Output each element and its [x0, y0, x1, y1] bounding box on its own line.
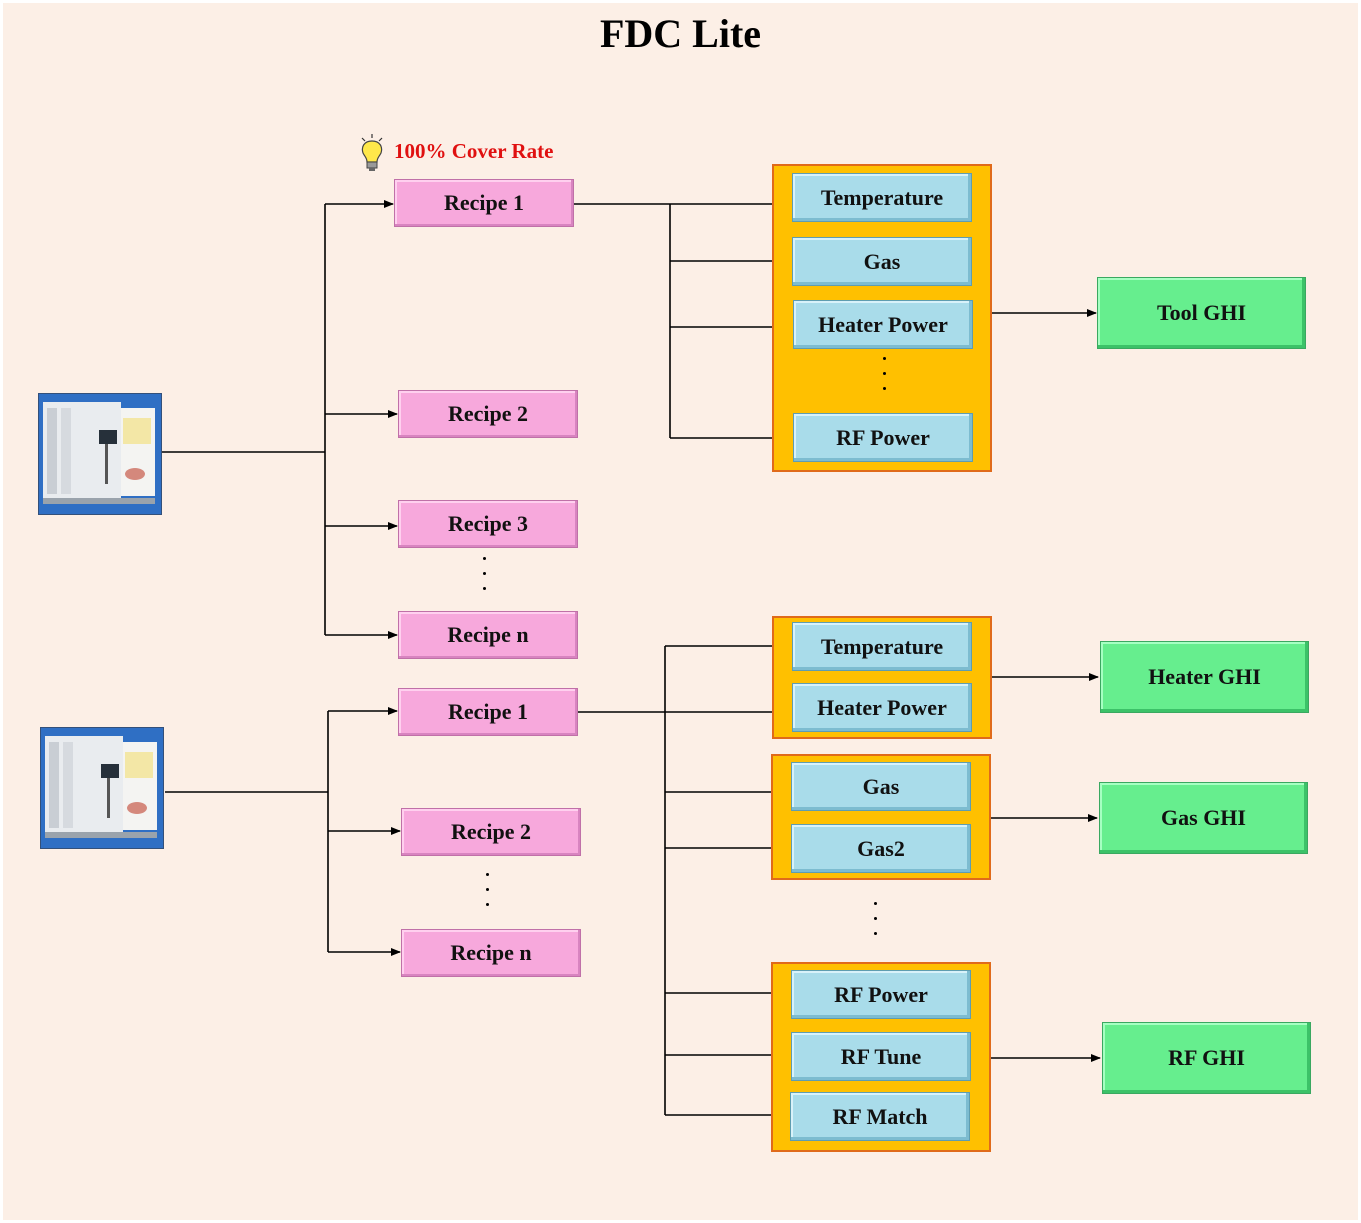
parameter-box[interactable]: Heater Power — [793, 300, 973, 349]
ellipsis-dots — [870, 902, 880, 935]
lightbulb-icon — [358, 133, 386, 173]
parameter-box[interactable]: Gas2 — [791, 824, 971, 873]
parameter-box[interactable]: Gas — [791, 762, 971, 811]
cover-rate-label: 100% Cover Rate — [394, 139, 554, 163]
parameter-box[interactable]: RF Power — [791, 970, 971, 1019]
parameter-box[interactable]: Temperature — [792, 622, 972, 671]
equipment-icon — [38, 393, 162, 515]
parameter-box[interactable]: RF Power — [793, 413, 973, 462]
ellipsis-dots — [482, 873, 492, 906]
parameter-box[interactable]: Heater Power — [792, 683, 972, 732]
parameter-box[interactable]: Temperature — [792, 173, 972, 222]
ghi-box[interactable]: RF GHI — [1102, 1022, 1311, 1094]
parameter-box[interactable]: RF Match — [790, 1092, 970, 1141]
ghi-box[interactable]: Heater GHI — [1100, 641, 1309, 713]
ghi-box[interactable]: Tool GHI — [1097, 277, 1306, 349]
recipe-box[interactable]: Recipe 3 — [398, 500, 578, 548]
ellipsis-dots — [479, 557, 489, 590]
diagram-title: FDC Lite — [599, 11, 762, 56]
ghi-box[interactable]: Gas GHI — [1099, 782, 1308, 854]
recipe-box[interactable]: Recipe n — [398, 611, 578, 659]
diagram-background — [3, 3, 1358, 1220]
recipe-box[interactable]: Recipe 1 — [398, 688, 578, 736]
parameter-box[interactable]: Gas — [792, 237, 972, 286]
recipe-box[interactable]: Recipe 1 — [394, 179, 574, 227]
recipe-box[interactable]: Recipe 2 — [398, 390, 578, 438]
recipe-box[interactable]: Recipe 2 — [401, 808, 581, 856]
equipment-icon — [40, 727, 164, 849]
recipe-box[interactable]: Recipe n — [401, 929, 581, 977]
parameter-box[interactable]: RF Tune — [791, 1032, 971, 1081]
ellipsis-dots — [879, 357, 889, 390]
